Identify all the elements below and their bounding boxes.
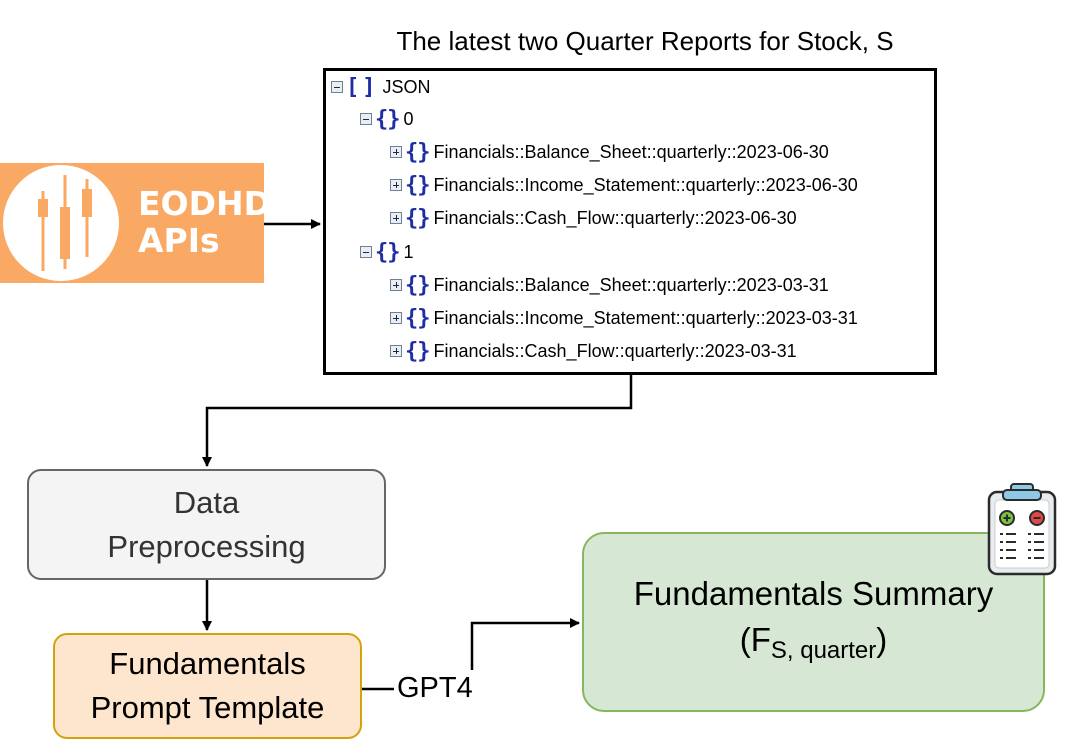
object-brace-icon: {}: [375, 106, 400, 132]
expand-toggle-icon[interactable]: [390, 146, 402, 158]
tree-group-0[interactable]: {} 0: [360, 106, 414, 132]
tree-item-label: Financials::Cash_Flow::quarterly::2023-0…: [433, 207, 797, 228]
object-brace-icon: {}: [405, 205, 430, 231]
summary-symbol-subscript: S, quarter: [770, 636, 877, 664]
tree-item-label: Financials::Balance_Sheet::quarterly::20…: [433, 274, 829, 295]
tree-group-index: 1: [403, 241, 414, 262]
tree-item-label: Financials::Income_Statement::quarterly:…: [433, 174, 858, 195]
tree-group-1[interactable]: {} 1: [360, 239, 414, 265]
tree-root-label: JSON: [382, 76, 431, 97]
data-preprocessing-node: Data Preprocessing: [27, 469, 386, 580]
tree-root[interactable]: [] JSON: [331, 74, 431, 100]
tree-item[interactable]: {} Financials::Cash_Flow::quarterly::202…: [390, 338, 797, 364]
tree-item[interactable]: {} Financials::Income_Statement::quarter…: [390, 305, 858, 331]
eodhd-brand-text: EODHD APIs: [138, 185, 271, 259]
summary-symbol: (FS, quarter): [740, 617, 888, 674]
collapse-toggle-icon[interactable]: [360, 246, 372, 258]
json-tree-view: [] JSON {} 0 {} Financials::Balance_Shee…: [323, 68, 937, 375]
tree-group-index: 0: [403, 108, 414, 129]
object-brace-icon: {}: [405, 338, 430, 364]
tree-item-label: Financials::Cash_Flow::quarterly::2023-0…: [433, 340, 797, 361]
preprocessing-line1: Data: [173, 484, 240, 520]
summary-symbol-open: (F: [739, 620, 771, 658]
arrow-json-to-preprocessing: [202, 375, 633, 467]
template-line1: Fundamentals: [109, 646, 306, 681]
tree-item-label: Financials::Balance_Sheet::quarterly::20…: [433, 141, 829, 162]
eodhd-line2: APIs: [138, 221, 220, 260]
arrow-gpt4-to-summary: [470, 618, 580, 670]
summary-title: Fundamentals Summary: [633, 574, 994, 612]
object-brace-icon: {}: [405, 305, 430, 331]
clipboard-plus-minus-icon: [987, 483, 1057, 576]
expand-toggle-icon[interactable]: [390, 279, 402, 291]
tree-item[interactable]: {} Financials::Balance_Sheet::quarterly:…: [390, 139, 829, 165]
object-brace-icon: {}: [375, 239, 400, 265]
collapse-toggle-icon[interactable]: [331, 81, 343, 93]
template-line2: Prompt Template: [90, 690, 325, 725]
summary-symbol-close: ): [876, 620, 888, 658]
object-brace-icon: {}: [405, 172, 430, 198]
expand-toggle-icon[interactable]: [390, 345, 402, 357]
object-brace-icon: {}: [405, 272, 430, 298]
expand-toggle-icon[interactable]: [390, 179, 402, 191]
array-bracket-icon: []: [346, 74, 379, 100]
preprocessing-line2: Preprocessing: [107, 528, 306, 564]
logo-circle: [3, 165, 119, 281]
fundamentals-summary-node: Fundamentals Summary (FS, quarter): [582, 532, 1045, 712]
tree-item-label: Financials::Income_Statement::quarterly:…: [433, 307, 858, 328]
gpt4-edge-label: GPT4: [397, 672, 473, 704]
eodhd-logo: EODHD APIs: [0, 163, 271, 283]
expand-toggle-icon[interactable]: [390, 312, 402, 324]
prompt-template-node: Fundamentals Prompt Template: [53, 633, 362, 739]
candlestick-chart-icon: [38, 175, 92, 271]
object-brace-icon: {}: [405, 139, 430, 165]
json-caption: The latest two Quarter Reports for Stock…: [396, 26, 894, 56]
expand-toggle-icon[interactable]: [390, 212, 402, 224]
tree-item[interactable]: {} Financials::Income_Statement::quarter…: [390, 172, 858, 198]
tree-item[interactable]: {} Financials::Cash_Flow::quarterly::202…: [390, 205, 797, 231]
tree-item[interactable]: {} Financials::Balance_Sheet::quarterly:…: [390, 272, 829, 298]
collapse-toggle-icon[interactable]: [360, 113, 372, 125]
eodhd-line1: EODHD: [138, 184, 271, 223]
